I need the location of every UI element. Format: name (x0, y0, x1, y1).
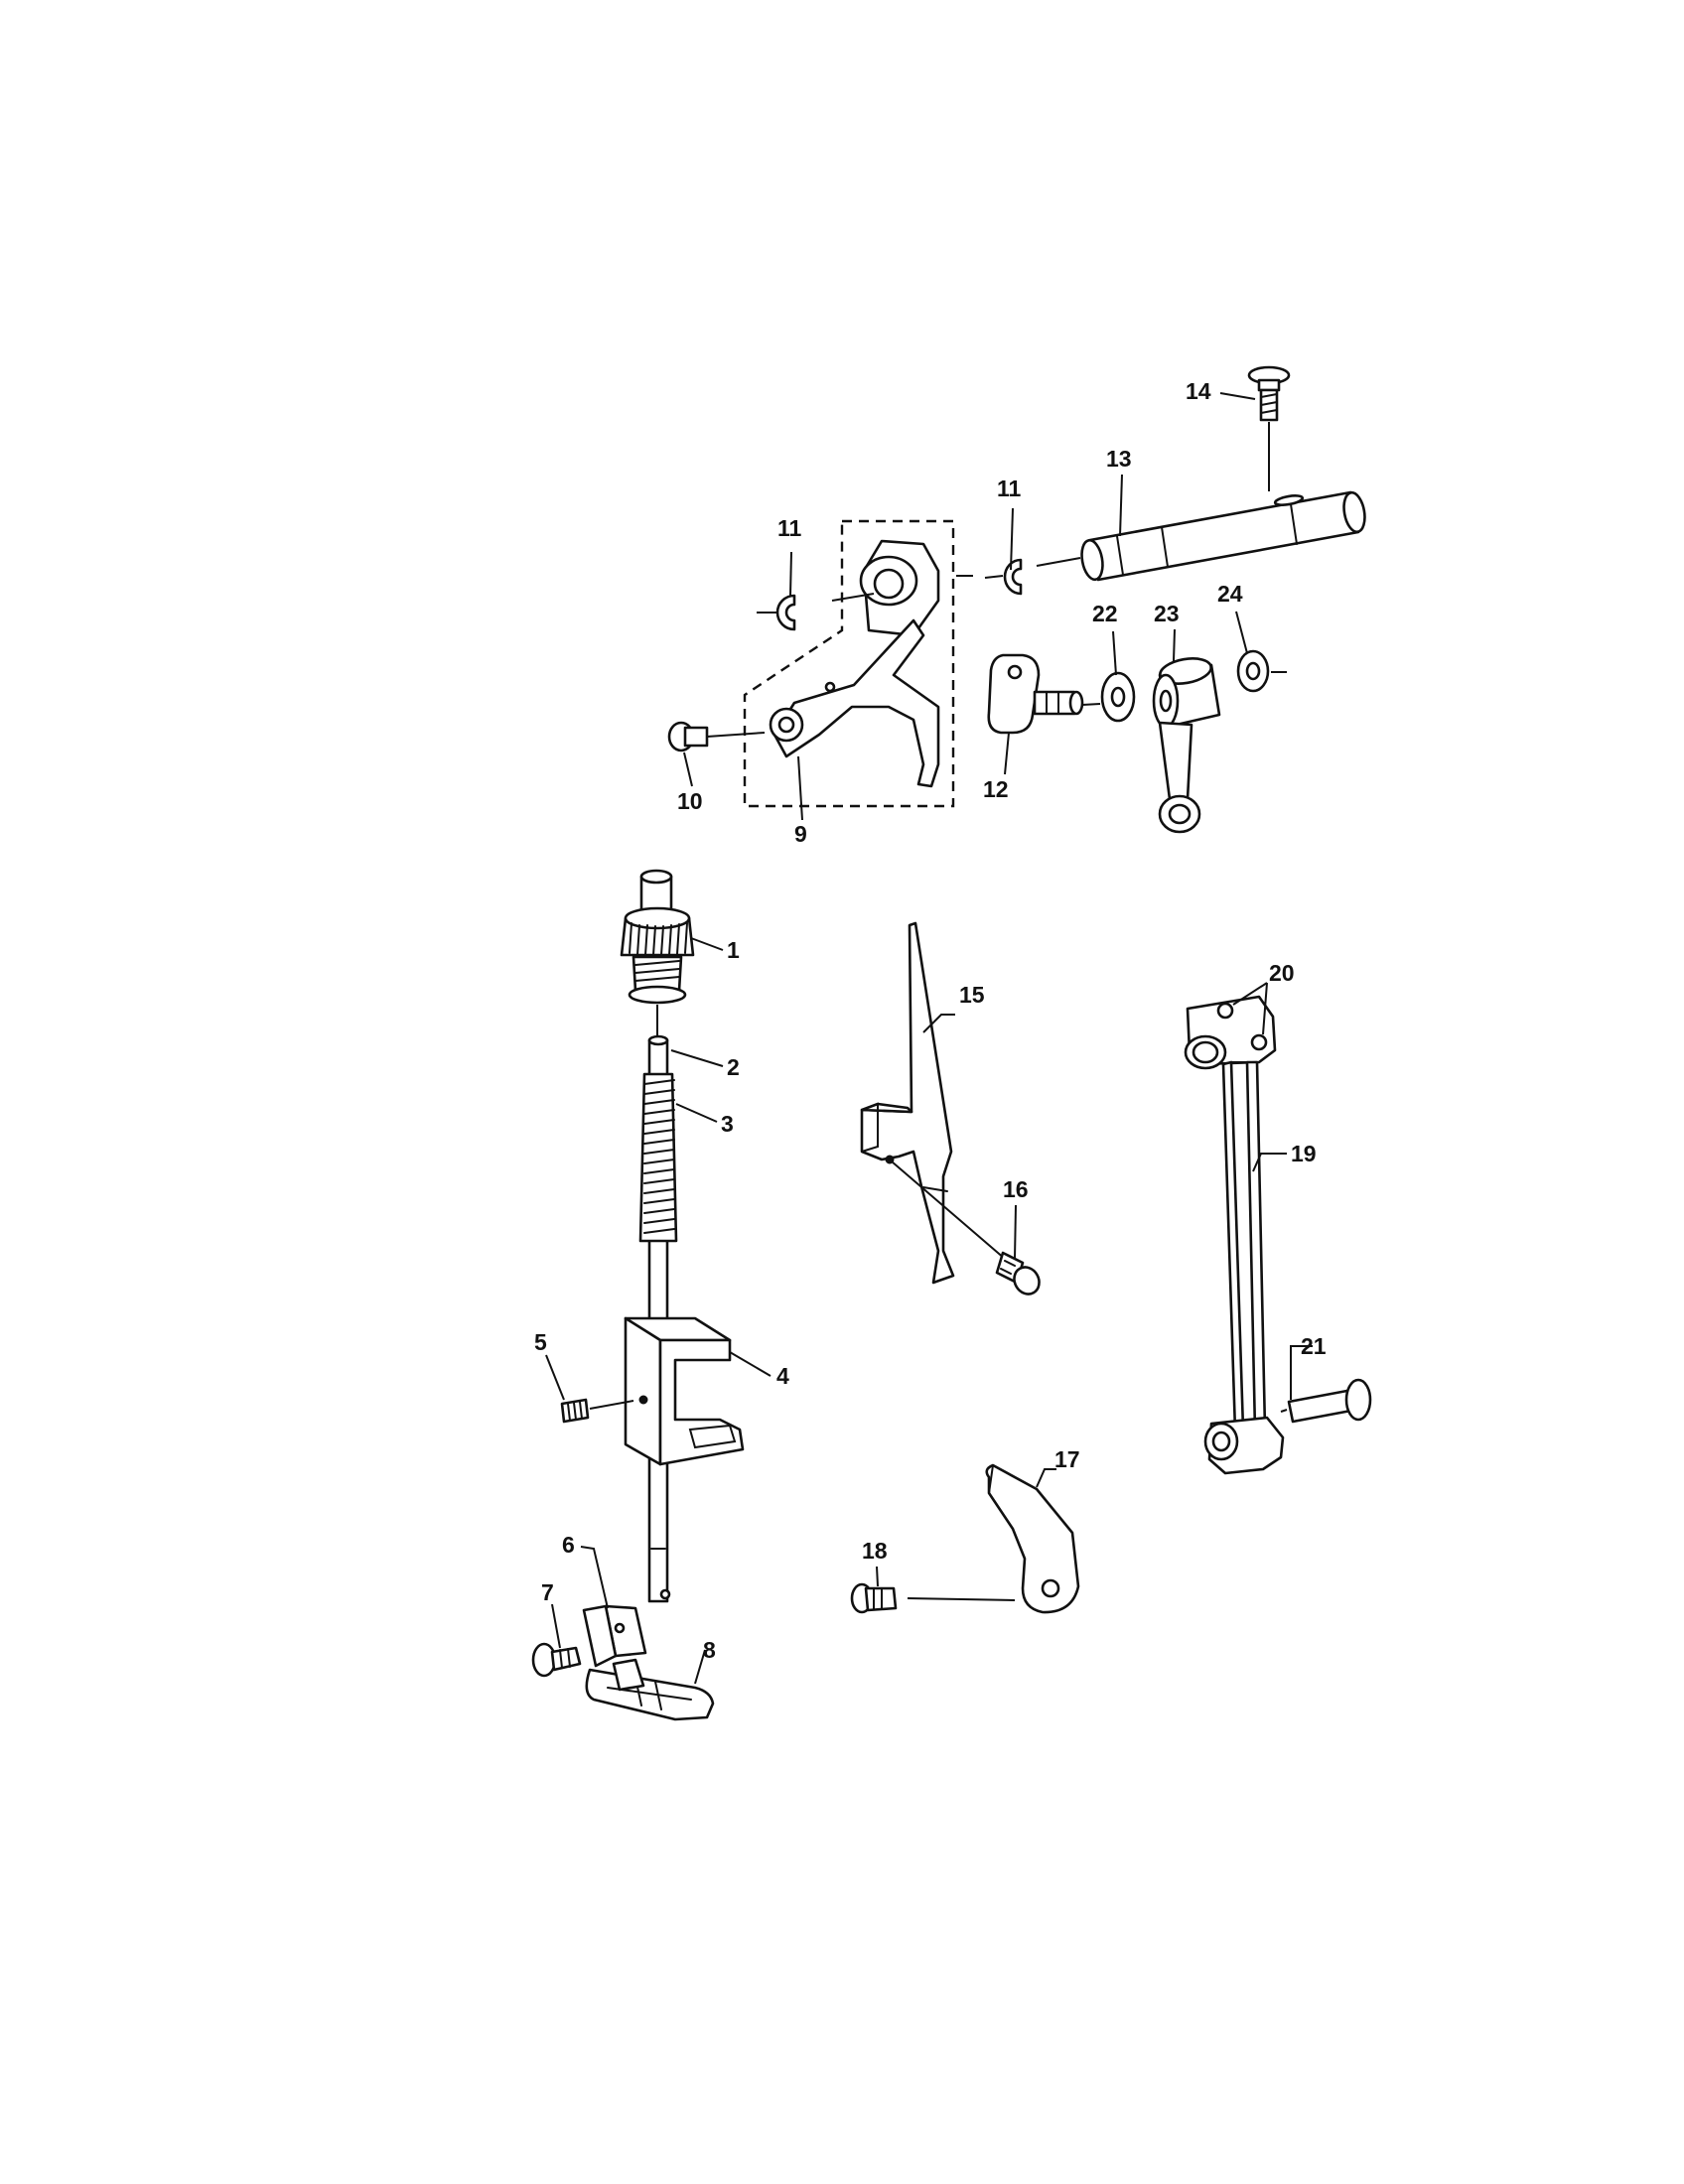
callout-19: 19 (1291, 1141, 1317, 1166)
callout-15: 15 (959, 982, 985, 1008)
part-13-shaft (1036, 490, 1366, 582)
part-21-pin (1280, 1378, 1372, 1424)
part-22-washer (1100, 671, 1136, 723)
callout-11-left: 11 (777, 515, 802, 541)
callout-labels: 1 2 3 4 5 6 7 8 9 10 11 11 12 13 14 15 1… (534, 378, 1327, 1663)
callout-7: 7 (541, 1579, 554, 1605)
callout-11-right: 11 (997, 476, 1022, 501)
part-16-screw (891, 1160, 1041, 1296)
part-23-connecting-link (1152, 657, 1221, 834)
callout-8: 8 (703, 1637, 716, 1663)
part-1-adjusting-screw (620, 869, 695, 1005)
part-17-plate (985, 1463, 1080, 1614)
part-14-screw (1247, 365, 1291, 491)
part-4-guide-bracket (624, 1316, 745, 1466)
callout-4: 4 (776, 1363, 789, 1389)
callout-10: 10 (677, 788, 703, 814)
callout-23: 23 (1154, 601, 1180, 626)
callout-21: 21 (1301, 1333, 1327, 1359)
callout-16: 16 (1003, 1176, 1029, 1202)
callout-12: 12 (983, 776, 1009, 802)
part-11-e-ring-right (984, 558, 1023, 596)
part-2-3-presser-bar (638, 1005, 678, 1603)
callout-6: 6 (562, 1532, 575, 1558)
callout-1: 1 (727, 937, 740, 963)
part-18-screw (850, 1582, 1016, 1614)
callout-9: 9 (794, 821, 807, 847)
part-6-shank (582, 1604, 647, 1668)
part-8-presser-foot (585, 1658, 715, 1721)
callout-3: 3 (721, 1111, 734, 1137)
callout-14: 14 (1186, 378, 1211, 404)
callout-22: 22 (1092, 601, 1118, 626)
part-7-thumb-screw (531, 1642, 582, 1678)
callout-5: 5 (534, 1329, 547, 1355)
callout-24: 24 (1217, 581, 1243, 607)
part-10-pin (667, 721, 766, 752)
part-24-washer (1236, 649, 1287, 693)
callout-20: 20 (1269, 960, 1295, 986)
part-5-set-screw (560, 1398, 634, 1424)
callout-2: 2 (727, 1054, 740, 1080)
part-9-crank-assembly (743, 519, 973, 808)
part-12-eccentric-stud (987, 653, 1101, 735)
callout-18: 18 (862, 1538, 888, 1564)
part-19-connecting-rod (1184, 995, 1285, 1475)
callout-17: 17 (1054, 1446, 1080, 1472)
part-15-lever (860, 921, 955, 1285)
callout-13: 13 (1106, 446, 1132, 472)
part-11-e-ring-left (757, 594, 796, 631)
callout-leaders (545, 392, 1313, 1685)
